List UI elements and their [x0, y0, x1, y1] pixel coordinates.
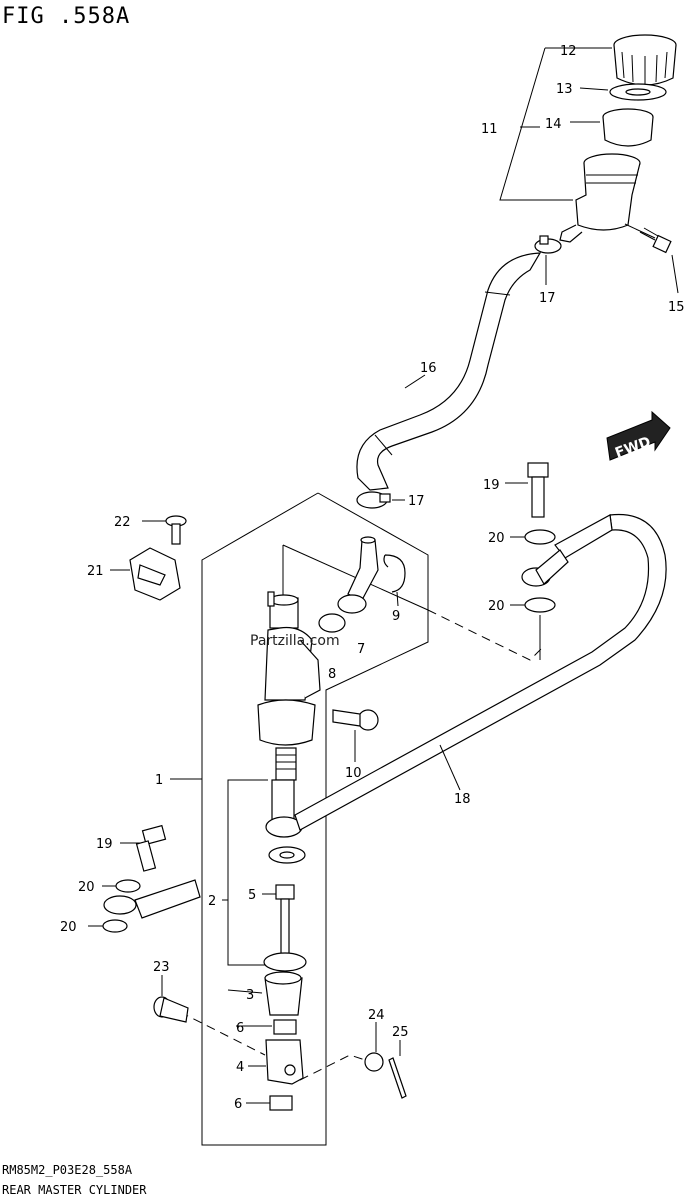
- clevis-pin-part[interactable]: [153, 996, 189, 1023]
- piston-cup-part[interactable]: [268, 846, 306, 864]
- o-ring-part[interactable]: [318, 613, 346, 633]
- callout-20c: 20: [78, 880, 95, 895]
- gasket-washer-part[interactable]: [524, 529, 556, 545]
- callout-17b: 17: [408, 494, 425, 509]
- clevis-part[interactable]: [265, 1039, 304, 1085]
- callout-20a: 20: [488, 531, 505, 546]
- reservoir-body-part[interactable]: [559, 153, 641, 243]
- callout-25: 25: [392, 1025, 409, 1040]
- reservoir-bolt-part[interactable]: [639, 227, 672, 254]
- callout-14: 14: [545, 117, 562, 132]
- hose-joint-part[interactable]: [337, 536, 379, 614]
- callout-19b: 19: [96, 837, 113, 852]
- callout-10: 10: [345, 766, 362, 781]
- callout-12: 12: [560, 44, 577, 59]
- callout-6a: 6: [236, 1021, 244, 1036]
- callout-7: 7: [357, 642, 365, 657]
- gasket-washer-part[interactable]: [524, 597, 556, 613]
- union-bolt-upper-part[interactable]: [527, 462, 549, 518]
- gasket-washer-part[interactable]: [115, 879, 141, 893]
- callout-11: 11: [481, 122, 498, 137]
- fwd-direction-badge: FWD: [606, 410, 671, 462]
- pin-washer-part[interactable]: [364, 1052, 384, 1072]
- push-rod-part[interactable]: [275, 884, 295, 955]
- hose-clamp-upper-part[interactable]: [534, 235, 562, 254]
- callout-21: 21: [87, 564, 104, 579]
- figure-code: RM85M2_P03E28_558A: [2, 1163, 133, 1177]
- callout-16: 16: [420, 361, 437, 376]
- callout-4: 4: [236, 1060, 244, 1075]
- callout-1: 1: [155, 773, 163, 788]
- piston-set-bracket: [222, 779, 268, 994]
- cotter-pin-part[interactable]: [388, 1057, 407, 1099]
- callout-19a: 19: [483, 478, 500, 493]
- callout-24: 24: [368, 1008, 385, 1023]
- reservoir-cap-part[interactable]: [613, 34, 677, 86]
- hose-clamp-lower-part[interactable]: [356, 491, 391, 509]
- nut-lower-part[interactable]: [269, 1095, 293, 1111]
- callout-9: 9: [392, 609, 400, 624]
- union-bolt-lower-part[interactable]: [135, 824, 167, 872]
- diaphragm-part[interactable]: [602, 108, 654, 147]
- reservoir-group-bracket: [499, 47, 585, 201]
- callout-6b: 6: [234, 1097, 242, 1112]
- callout-20b: 20: [488, 599, 505, 614]
- callout-3: 3: [246, 988, 254, 1003]
- callout-17a: 17: [539, 291, 556, 306]
- callout-18: 18: [454, 792, 471, 807]
- snap-ring-part[interactable]: [263, 952, 307, 972]
- callout-22: 22: [114, 515, 131, 530]
- master-cylinder-group-outline: [170, 492, 429, 1146]
- reservoir-hose-part[interactable]: [356, 252, 542, 491]
- diaphragm-plate-part[interactable]: [609, 83, 667, 101]
- guide-screw-part[interactable]: [165, 515, 187, 545]
- callout-20d: 20: [60, 920, 77, 935]
- figure-name: REAR MASTER CYLINDER: [2, 1183, 147, 1197]
- circlip-part[interactable]: [383, 554, 406, 593]
- gasket-washer-part[interactable]: [102, 919, 128, 933]
- hose-guide-part[interactable]: [129, 547, 181, 601]
- callout-15: 15: [668, 300, 685, 315]
- callout-23: 23: [153, 960, 170, 975]
- nut-upper-part[interactable]: [273, 1019, 297, 1035]
- boot-part[interactable]: [264, 971, 303, 1016]
- callout-2: 2: [208, 894, 216, 909]
- callout-8: 8: [328, 667, 336, 682]
- mounting-bolt-part[interactable]: [332, 709, 379, 731]
- callout-5: 5: [248, 888, 256, 903]
- brake-hose-part[interactable]: [103, 513, 667, 919]
- watermark: Partzilla.com: [250, 633, 340, 649]
- master-cylinder-body-part[interactable]: [257, 591, 321, 746]
- piston-spring-part[interactable]: [265, 747, 303, 838]
- callout-13: 13: [556, 82, 573, 97]
- figure-title: FIG .558A: [2, 4, 131, 29]
